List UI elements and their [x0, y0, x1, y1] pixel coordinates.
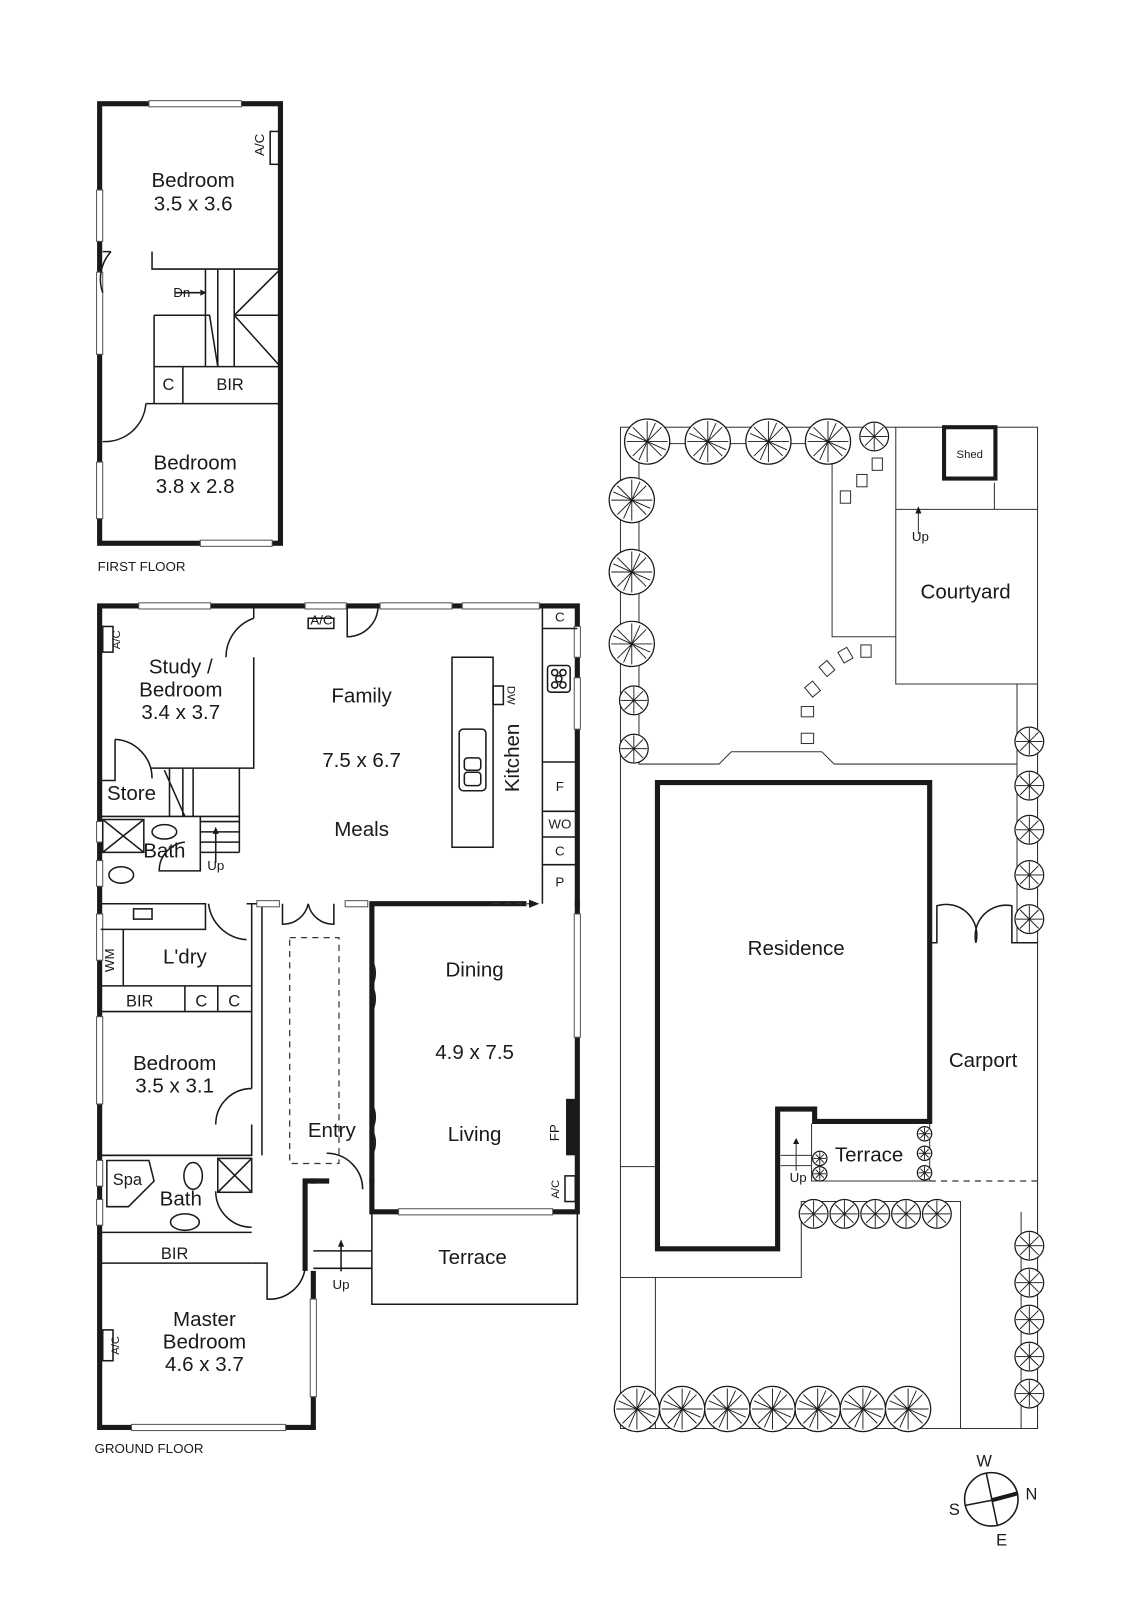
master-size: 4.6 x 3.7: [165, 1353, 244, 1376]
living-label: Living: [448, 1123, 502, 1146]
ff-bedroom2-name: Bedroom: [154, 451, 237, 474]
dishwasher-label: DW: [504, 686, 516, 705]
compass-west-label: W: [976, 1452, 992, 1470]
study-name-2: Bedroom: [139, 678, 222, 701]
living-ac-label: A/C: [550, 1180, 562, 1199]
ff-bedroom1-name: Bedroom: [151, 169, 234, 192]
kitchen-label: Kitchen: [501, 724, 524, 792]
washing-machine-label: WM: [102, 948, 117, 972]
kitchen-closet-1-label: C: [555, 609, 565, 624]
courtyard-up-label: Up: [912, 529, 929, 544]
terrace-up-label: Up: [333, 1277, 350, 1292]
residence-label: Residence: [748, 937, 845, 960]
bedroom-label: Bedroom: [133, 1052, 216, 1075]
bedroom-closet-1-label: C: [195, 992, 207, 1010]
ground-floor-plan: [96, 602, 581, 1432]
dining-label: Dining: [445, 959, 503, 982]
study-size: 3.4 x 3.7: [141, 701, 220, 724]
gf-family-ac-label: A/C: [310, 612, 333, 627]
family-size: 7.5 x 6.7: [322, 749, 401, 772]
bedroom-size: 3.5 x 3.1: [135, 1075, 214, 1098]
master-name-2: Bedroom: [163, 1330, 246, 1353]
ground-floor-caption: GROUND FLOOR: [95, 1441, 204, 1456]
compass-north-label: N: [1025, 1485, 1037, 1503]
kitchen-closet-2-label: C: [555, 843, 565, 858]
first-floor-caption: FIRST FLOOR: [98, 559, 186, 574]
bath2-label: Bath: [160, 1188, 202, 1211]
site-terrace-up-label: Up: [790, 1170, 807, 1185]
gf-stairs-up-label: Up: [207, 858, 224, 873]
site-plan: [608, 418, 1045, 1433]
fireplace-label: FP: [547, 1124, 562, 1141]
master-bir-label: BIR: [161, 1245, 189, 1263]
laundry-label: L'dry: [163, 945, 208, 968]
pantry-label: P: [555, 874, 564, 889]
compass-south-label: S: [949, 1501, 960, 1519]
compass-icon: [963, 1471, 1019, 1527]
spa-label: Spa: [113, 1171, 143, 1189]
dining-size: 4.9 x 7.5: [435, 1041, 514, 1064]
wall-oven-label: WO: [548, 817, 571, 832]
bedroom-closet-2-label: C: [228, 992, 240, 1010]
shed-label: Shed: [957, 449, 983, 461]
site-terrace-label: Terrace: [835, 1143, 903, 1166]
meals-label: Meals: [334, 818, 389, 841]
courtyard-label: Courtyard: [921, 581, 1011, 604]
compass-east-label: E: [996, 1532, 1007, 1550]
gf-study-ac-label: A/C: [111, 630, 123, 649]
master-name-1: Master: [173, 1308, 236, 1331]
fridge-label: F: [556, 779, 564, 794]
bedroom-bir-label: BIR: [126, 992, 154, 1010]
terrace-label: Terrace: [438, 1246, 506, 1269]
ff-bedroom1-size: 3.5 x 3.6: [154, 193, 233, 216]
ff-stairs-down-label: Dn: [173, 285, 190, 300]
store-label: Store: [107, 782, 156, 805]
entry-label: Entry: [308, 1119, 357, 1142]
master-ac-label: A/C: [110, 1336, 122, 1355]
study-name-1: Study /: [149, 656, 213, 679]
ff-bir-label: BIR: [216, 376, 244, 394]
ff-closet-label: C: [163, 376, 175, 394]
ff-bedroom2-size: 3.8 x 2.8: [156, 475, 235, 498]
carport-label: Carport: [949, 1049, 1018, 1072]
bath1-label: Bath: [143, 840, 185, 863]
ff-ac-label: A/C: [252, 133, 267, 156]
first-floor-plan: [96, 100, 284, 547]
family-label: Family: [331, 684, 392, 707]
